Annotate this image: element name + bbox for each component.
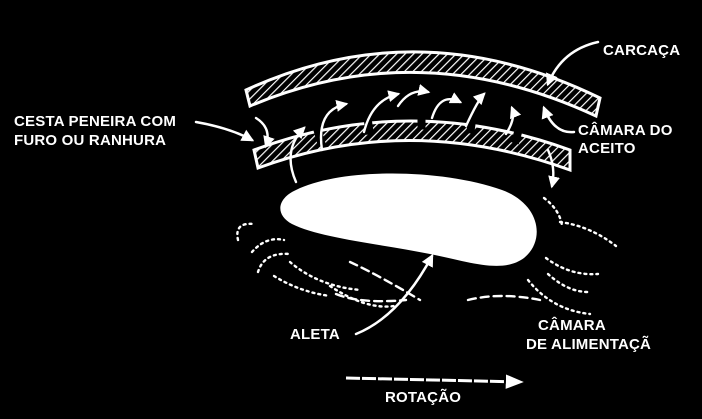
leader-cesta bbox=[194, 120, 255, 142]
label-aleta: ALETA bbox=[290, 326, 340, 343]
label-camara-aceito-line1: CÂMARA DO bbox=[578, 121, 673, 139]
screen-basket-arc bbox=[252, 119, 572, 173]
rotation-arrow bbox=[345, 374, 524, 389]
accept-flow-arrows bbox=[254, 84, 560, 189]
leader-aleta bbox=[354, 253, 434, 336]
label-camara-alim-line2: DE ALIMENTAÇÃ bbox=[526, 335, 651, 353]
leader-carcaca bbox=[546, 40, 600, 87]
label-cesta-line1: CESTA PENEIRA COM bbox=[14, 113, 176, 130]
label-carcaca: CARCAÇA bbox=[603, 42, 680, 59]
label-camara-alim-line1: CÂMARA bbox=[538, 316, 606, 334]
feed-dashed-lines bbox=[334, 260, 542, 303]
housing-arc bbox=[244, 50, 602, 119]
turbulence-dotted-lines bbox=[236, 196, 618, 316]
label-cesta-line2: FURO OU RANHURA bbox=[14, 132, 166, 149]
leader-lines bbox=[194, 40, 600, 336]
leader-camara-aceito bbox=[541, 105, 576, 134]
screen-basket-openings bbox=[313, 110, 524, 148]
label-rotacao: ROTAÇÃO bbox=[385, 388, 461, 406]
label-camara-aceito-line2: ACEITO bbox=[578, 140, 636, 157]
foil-aleta bbox=[280, 173, 537, 266]
